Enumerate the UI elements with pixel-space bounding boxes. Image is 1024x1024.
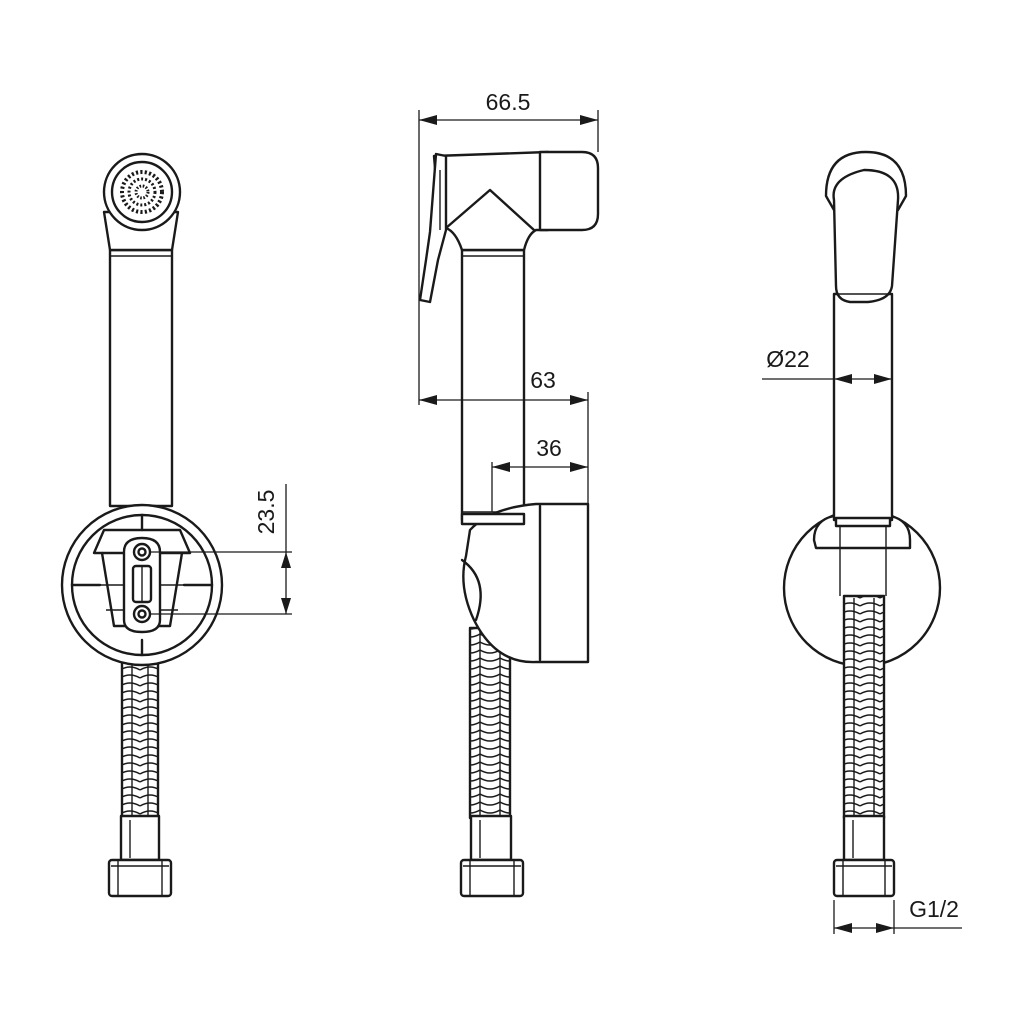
side-wall-holder xyxy=(460,502,590,664)
rear-hose-nut xyxy=(832,814,896,898)
front-wall-holder xyxy=(60,503,224,667)
side-tube xyxy=(460,248,526,522)
thread-size-label: G1/2 xyxy=(909,896,959,922)
side-spray-head xyxy=(418,150,600,304)
hole-spacing-label: 23.5 xyxy=(253,490,279,535)
side-hose-nut xyxy=(459,814,525,898)
dimension-overall-length: 66.5 xyxy=(418,89,599,300)
dimension-tube-diameter: Ø22 xyxy=(762,346,892,384)
rear-hose xyxy=(842,594,886,820)
overall-length-label: 66.5 xyxy=(486,89,531,115)
front-view xyxy=(60,152,224,898)
front-tube xyxy=(108,248,174,508)
rear-view xyxy=(782,150,942,898)
holder-depth-label: 36 xyxy=(536,435,562,461)
dimension-thread-size: G1/2 xyxy=(833,896,962,934)
dimension-hole-spacing: 23.5 xyxy=(150,484,292,615)
front-hose-nut xyxy=(107,814,173,898)
side-hose xyxy=(468,626,512,820)
tube-diameter-label: Ø22 xyxy=(766,346,809,372)
front-spray-head xyxy=(102,152,182,252)
rear-spray-head xyxy=(824,150,908,304)
front-hose xyxy=(120,656,160,820)
side-view xyxy=(418,150,600,898)
dimension-holder-depth: 36 xyxy=(491,435,588,512)
dimension-holder-reach: 63 xyxy=(418,300,589,504)
rear-tube xyxy=(832,292,894,522)
holder-reach-label: 63 xyxy=(530,367,556,393)
